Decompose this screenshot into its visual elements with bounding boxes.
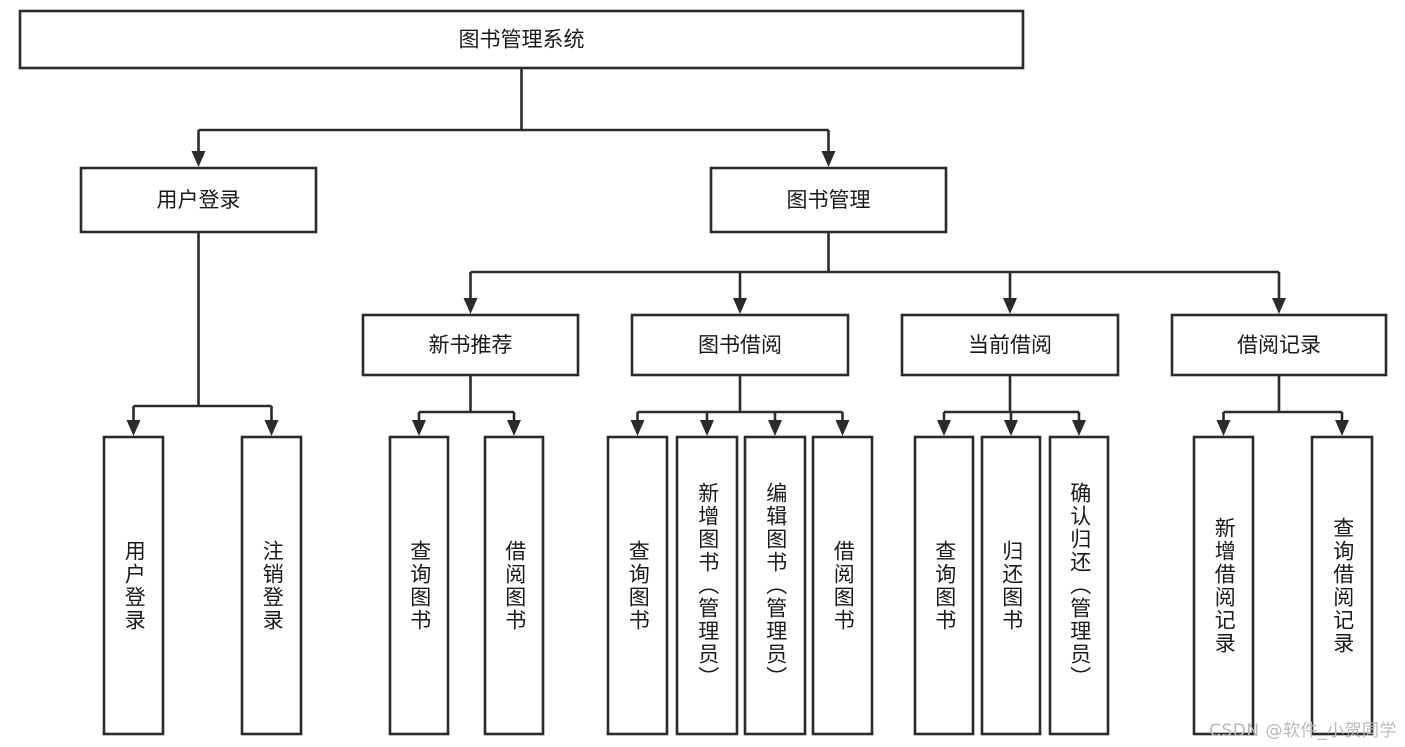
level3-node-rect[interactable]	[630, 313, 850, 377]
root-node[interactable]: 图书管理系统	[18, 9, 1025, 70]
leaf-node-rect[interactable]	[980, 435, 1042, 736]
level3-node-0-label: 新书推荐	[429, 333, 513, 357]
connectors-layer	[126, 68, 1349, 436]
level3-node-3[interactable]: 借阅记录	[1170, 313, 1388, 377]
leaf-node-11[interactable]	[1192, 435, 1255, 736]
leaf-node-2[interactable]	[388, 435, 450, 736]
level3-node-rect[interactable]	[1170, 313, 1388, 377]
leaf-node-rect[interactable]	[743, 435, 807, 736]
leaf-node-6[interactable]	[743, 435, 807, 736]
root-node-rect[interactable]	[18, 9, 1025, 70]
level3-node-2-label: 当前借阅	[968, 333, 1052, 357]
leaf-node-10[interactable]	[1048, 435, 1110, 736]
level2-node-rect[interactable]	[79, 166, 318, 234]
leaf-node-rect[interactable]	[240, 435, 303, 736]
leaf-node-1[interactable]	[240, 435, 303, 736]
arrow-head-icon	[1272, 298, 1286, 314]
level2-node-0-label: 用户登录	[157, 188, 241, 212]
leaf-node-3[interactable]	[483, 435, 545, 736]
level3-node-2[interactable]: 当前借阅	[900, 313, 1120, 377]
leaf-node-rect[interactable]	[388, 435, 450, 736]
arrow-head-icon	[507, 420, 521, 436]
level2-node-rect[interactable]	[709, 166, 948, 234]
leaf-node-8[interactable]	[913, 435, 975, 736]
level3-node-0[interactable]: 新书推荐	[361, 313, 580, 377]
arrow-head-icon	[733, 298, 747, 314]
leaf-node-rect[interactable]	[1192, 435, 1255, 736]
arrow-head-icon	[821, 151, 836, 167]
root-node-label: 图书管理系统	[459, 28, 585, 52]
arrow-head-icon	[768, 420, 782, 436]
leaf-node-rect[interactable]	[913, 435, 975, 736]
leaf-node-rect[interactable]	[675, 435, 739, 736]
arrow-head-icon	[700, 420, 714, 436]
leaf-node-9[interactable]	[980, 435, 1042, 736]
level2-node-0[interactable]: 用户登录	[79, 166, 318, 234]
arrow-head-icon	[1004, 420, 1018, 436]
watermark-text: CSDN @软件_小贺同学	[1209, 721, 1397, 741]
arrow-head-icon	[126, 420, 141, 436]
leaf-node-4[interactable]	[606, 435, 669, 736]
leaf-node-rect[interactable]	[1048, 435, 1110, 736]
arrow-head-icon	[937, 420, 951, 436]
leaf-node-0[interactable]	[102, 435, 165, 736]
level3-node-rect[interactable]	[900, 313, 1120, 377]
arrow-head-icon	[1072, 420, 1086, 436]
arrow-head-icon	[1003, 298, 1017, 314]
arrow-head-icon	[264, 420, 279, 436]
leaf-node-rect[interactable]	[811, 435, 874, 736]
level2-node-1[interactable]: 图书管理	[709, 166, 948, 234]
leaf-node-5[interactable]	[675, 435, 739, 736]
arrow-head-icon	[835, 420, 850, 436]
arrow-head-icon	[1216, 420, 1231, 436]
leaf-node-rect[interactable]	[483, 435, 545, 736]
arrow-head-icon	[630, 420, 645, 436]
leaf-node-rect[interactable]	[1310, 435, 1374, 736]
level3-node-3-label: 借阅记录	[1237, 333, 1321, 357]
arrow-head-icon	[463, 298, 478, 314]
leaf-node-7[interactable]	[811, 435, 874, 736]
arrow-head-icon	[191, 151, 206, 167]
leaf-node-rect[interactable]	[102, 435, 165, 736]
arrow-head-icon	[1335, 420, 1349, 436]
arrow-head-icon	[412, 420, 426, 436]
level3-node-1[interactable]: 图书借阅	[630, 313, 850, 377]
level3-node-rect[interactable]	[361, 313, 580, 377]
leaf-node-12[interactable]	[1310, 435, 1374, 736]
level3-node-1-label: 图书借阅	[698, 333, 782, 357]
leaf-node-rect[interactable]	[606, 435, 669, 736]
level2-node-1-label: 图书管理	[787, 188, 871, 212]
